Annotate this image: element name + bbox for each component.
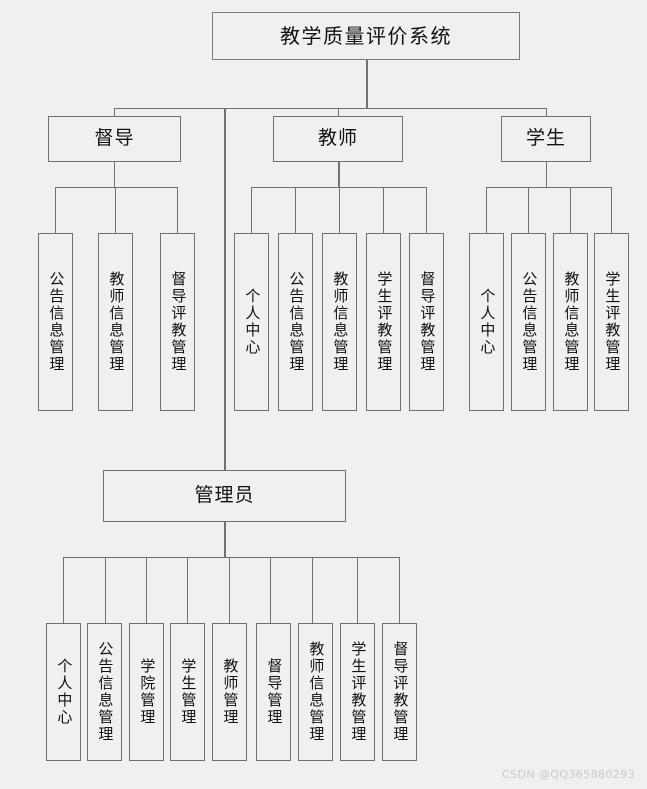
connector-xuesheng-bus — [486, 187, 612, 188]
node-label: 公告信息管理 — [287, 271, 306, 373]
connector-admin-drop-6 — [270, 557, 271, 623]
node-root-system[interactable]: 教学质量评价系统 — [212, 12, 520, 60]
node-branch-xuesheng[interactable]: 学生 — [501, 116, 591, 162]
node-label: 督导管理 — [265, 658, 284, 726]
node-label: 个人中心 — [55, 658, 74, 726]
connector-jiaoshi-drop-5 — [426, 187, 427, 233]
connector-admin-drop-5 — [229, 557, 230, 623]
node-label: 公告信息管理 — [96, 641, 115, 743]
connector-admin-drop-7 — [312, 557, 313, 623]
leaf-jiaoshi-2[interactable]: 公告信息管理 — [278, 233, 313, 411]
node-label: 督导评教管理 — [391, 641, 410, 743]
node-label: 学生评教管理 — [375, 271, 394, 373]
node-label: 教师信息管理 — [562, 271, 581, 373]
connector-drop-dudao — [114, 108, 115, 116]
watermark-text: CSDN @QQ365880293 — [502, 768, 635, 781]
node-label: 学生管理 — [179, 658, 198, 726]
connector-jiaoshi-drop-3 — [339, 187, 340, 233]
connector-xuesheng-drop-3 — [570, 187, 571, 233]
connector-jiaoshi-drop-2 — [295, 187, 296, 233]
leaf-admin-9[interactable]: 督导评教管理 — [382, 623, 417, 761]
leaf-xuesheng-3[interactable]: 教师信息管理 — [553, 233, 588, 411]
connector-jiaoshi-stem — [338, 162, 340, 187]
node-label: 教师管理 — [221, 658, 240, 726]
connector-admin-spine — [224, 108, 226, 470]
connector-dudao-drop-3 — [177, 187, 178, 233]
leaf-jiaoshi-4[interactable]: 学生评教管理 — [366, 233, 401, 411]
connector-xuesheng-stem — [546, 162, 547, 187]
node-label: 个人中心 — [478, 288, 497, 356]
connector-admin-drop-8 — [357, 557, 358, 623]
connector-admin-drop-9 — [399, 557, 400, 623]
node-label: 教学质量评价系统 — [280, 23, 452, 48]
leaf-jiaoshi-5[interactable]: 督导评教管理 — [409, 233, 444, 411]
leaf-jiaoshi-3[interactable]: 教师信息管理 — [322, 233, 357, 411]
connector-xuesheng-drop-4 — [611, 187, 612, 233]
leaf-admin-7[interactable]: 教师信息管理 — [298, 623, 333, 761]
node-label: 公告信息管理 — [47, 271, 66, 373]
node-label: 督导评教管理 — [418, 271, 437, 373]
leaf-admin-2[interactable]: 公告信息管理 — [87, 623, 122, 761]
node-label: 督导评教管理 — [169, 271, 188, 373]
leaf-xuesheng-2[interactable]: 公告信息管理 — [511, 233, 546, 411]
leaf-admin-8[interactable]: 学生评教管理 — [340, 623, 375, 761]
node-branch-jiaoshi[interactable]: 教师 — [273, 116, 403, 162]
node-label: 管理员 — [194, 484, 255, 507]
node-label: 督导 — [94, 127, 135, 150]
node-branch-admin[interactable]: 管理员 — [103, 470, 346, 522]
connector-admin-drop-1 — [63, 557, 64, 623]
connector-admin-bus — [63, 557, 399, 558]
node-branch-dudao[interactable]: 督导 — [48, 116, 181, 162]
connector-xuesheng-drop-1 — [486, 187, 487, 233]
node-label: 教师信息管理 — [107, 271, 126, 373]
node-label: 教师信息管理 — [307, 641, 326, 743]
connector-root-stem — [366, 60, 368, 108]
leaf-admin-1[interactable]: 个人中心 — [46, 623, 81, 761]
leaf-dudao-2[interactable]: 教师信息管理 — [98, 233, 133, 411]
leaf-xuesheng-1[interactable]: 个人中心 — [469, 233, 504, 411]
leaf-dudao-3[interactable]: 督导评教管理 — [160, 233, 195, 411]
connector-dudao-drop-2 — [115, 187, 116, 233]
node-label: 学院管理 — [138, 658, 157, 726]
connector-admin-drop-4 — [187, 557, 188, 623]
connector-xuesheng-drop-2 — [528, 187, 529, 233]
connector-drop-jiaoshi — [338, 108, 339, 116]
connector-drop-xuesheng — [546, 108, 547, 116]
connector-admin-stem — [224, 522, 226, 557]
leaf-dudao-1[interactable]: 公告信息管理 — [38, 233, 73, 411]
node-label: 学生 — [525, 127, 566, 150]
leaf-xuesheng-4[interactable]: 学生评教管理 — [594, 233, 629, 411]
node-label: 学生评教管理 — [603, 271, 622, 373]
leaf-admin-4[interactable]: 学生管理 — [170, 623, 205, 761]
leaf-jiaoshi-1[interactable]: 个人中心 — [234, 233, 269, 411]
connector-level1-bus — [114, 108, 547, 109]
connector-dudao-stem — [114, 162, 115, 187]
node-label: 公告信息管理 — [520, 271, 539, 373]
node-label: 教师 — [317, 127, 358, 150]
connector-jiaoshi-drop-4 — [383, 187, 384, 233]
connector-admin-drop-2 — [105, 557, 106, 623]
leaf-admin-5[interactable]: 教师管理 — [212, 623, 247, 761]
leaf-admin-3[interactable]: 学院管理 — [129, 623, 164, 761]
connector-dudao-drop-1 — [55, 187, 56, 233]
connector-dudao-bus — [55, 187, 178, 188]
leaf-admin-6[interactable]: 督导管理 — [256, 623, 291, 761]
node-label: 学生评教管理 — [349, 641, 368, 743]
connector-admin-drop-3 — [146, 557, 147, 623]
connector-jiaoshi-drop-1 — [251, 187, 252, 233]
node-label: 个人中心 — [243, 288, 262, 356]
node-label: 教师信息管理 — [331, 271, 350, 373]
